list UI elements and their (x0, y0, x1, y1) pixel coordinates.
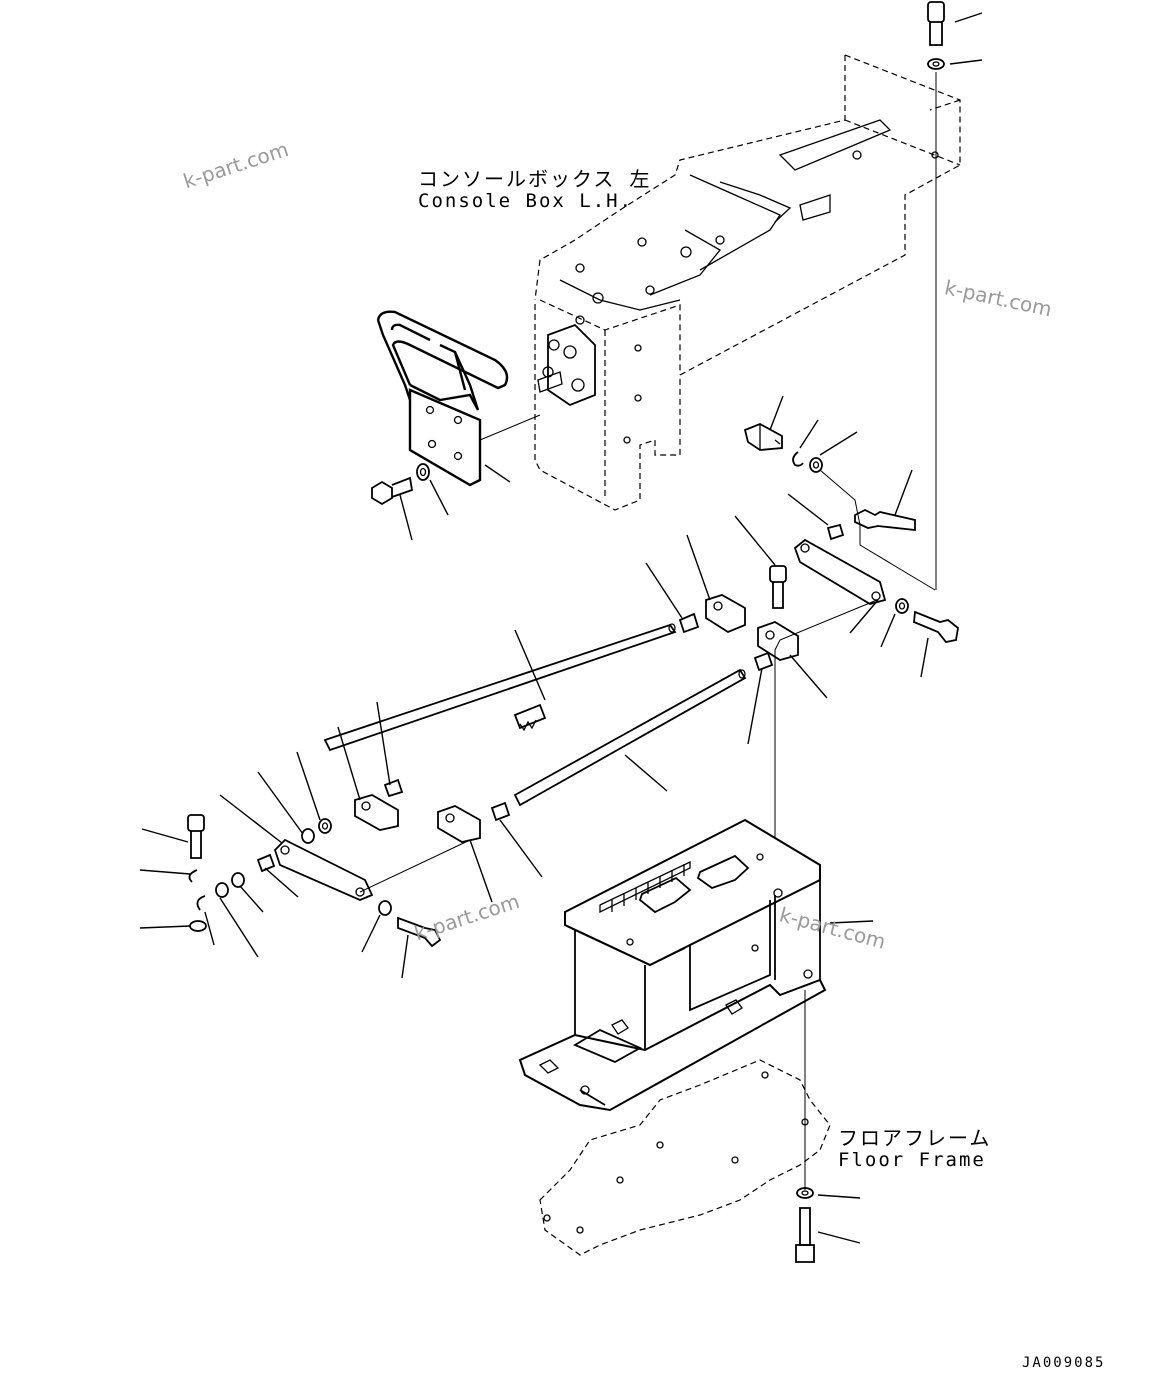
bottom-bolt (795, 1187, 815, 1263)
drawing-number: JA009085 (1022, 1355, 1106, 1371)
floor-frame (539, 1059, 831, 1256)
left-linkage-parts (187, 778, 511, 948)
right-linkage-parts (678, 423, 959, 870)
top-bolt (927, 1, 945, 590)
handle-bolt (371, 463, 430, 506)
floor-frame-label-en: Floor Frame (838, 1149, 986, 1171)
rods (323, 623, 747, 807)
console-box-lh (534, 54, 961, 511)
grab-handle (376, 310, 541, 487)
console-box-label-en: Console Box L.H. (418, 190, 634, 212)
floor-frame-label: フロアフレーム Floor Frame (838, 1127, 991, 1172)
leader-lines (139, 12, 983, 1244)
console-box-label-jp: コンソールボックス 左 (418, 167, 652, 191)
floor-frame-label-jp: フロアフレーム (838, 1126, 992, 1150)
console-box-label: コンソールボックス 左 Console Box L.H. (418, 168, 651, 213)
console-stand (518, 818, 827, 1190)
